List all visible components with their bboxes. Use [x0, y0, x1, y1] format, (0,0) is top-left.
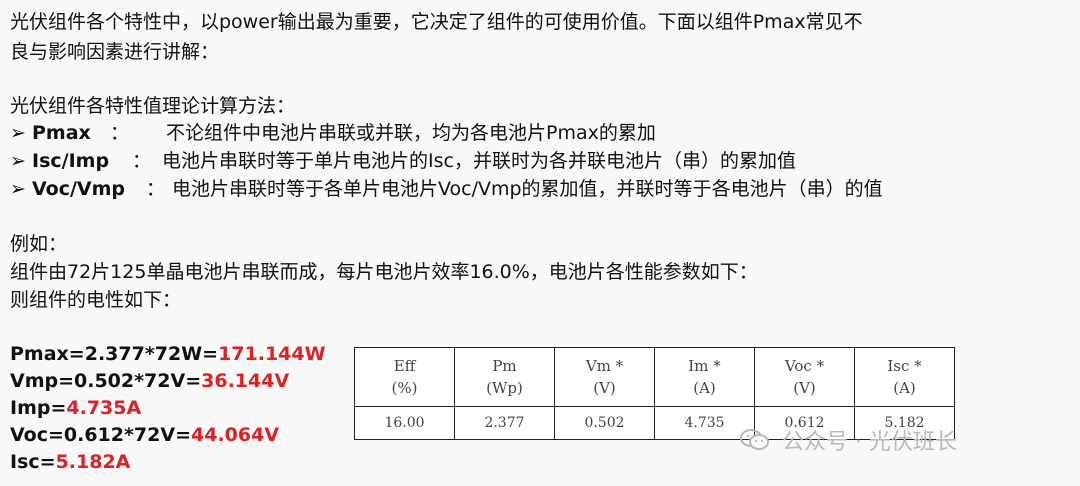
example-line-2: 则组件的电性如下：	[10, 289, 182, 311]
formula-result: 36.144V	[201, 370, 290, 392]
watermark-text: 公众号 · 光伏班长	[782, 430, 957, 455]
bullet-voc-vmp: ➢ Voc/Vmp ： 电池片串联时等于各单片电池片Voc/Vmp的累加值，并联时等于…	[10, 176, 883, 202]
header-unit: (Wp)	[486, 379, 523, 397]
table-cell: 2.377	[454, 406, 555, 440]
formula-imp: Imp=4.735A	[10, 396, 141, 420]
table-header-cell: Eff (%)	[354, 347, 455, 407]
bullet-arrow-icon: ➢	[10, 122, 26, 144]
header-unit: (A)	[893, 379, 916, 397]
intro-line-1: 光伏组件各个特性中，以power输出最为重要，它决定了组件的可使用价值。下面以组…	[10, 11, 863, 33]
table-cell: 5.182	[854, 406, 955, 440]
table-header-cell: Vm * (V)	[554, 347, 655, 407]
table-cell: 4.735	[654, 406, 755, 440]
header-name: Im *	[688, 357, 721, 375]
header-name: Vm *	[585, 357, 624, 375]
cell-parameter-table: Eff (%) Pm (Wp) Vm * (V) Im * (A) Voc * (V) I…	[354, 347, 955, 440]
table-header-cell: Isc * (A)	[854, 347, 955, 407]
bullet-pmax: ➢ Pmax ： 不论组件中电池片串联或并联，均为各电池片Pmax的累加	[10, 120, 656, 146]
formula-result: 4.735A	[66, 397, 142, 419]
header-name: Eff	[393, 357, 416, 375]
bullet-sep: ：	[132, 150, 152, 172]
intro-line-2: 良与影响因素进行讲解：	[10, 41, 220, 63]
formula-expr: Voc=0.612*72V=	[10, 424, 192, 446]
header-unit: (A)	[693, 379, 716, 397]
formula-voc: Voc=0.612*72V=44.064V	[10, 423, 279, 447]
formula-isc: Isc=5.182A	[10, 450, 130, 474]
table-header-cell: Im * (A)	[654, 347, 755, 407]
formula-vmp: Vmp=0.502*72V=36.144V	[10, 369, 289, 393]
formula-expr: Vmp=0.502*72V=	[10, 370, 202, 392]
formula-expr: Pmax=2.377*72W=	[10, 343, 219, 365]
table-row: 16.00 2.377 0.502 4.735 0.612 5.182	[354, 406, 955, 440]
example-label: 例如：	[10, 233, 68, 255]
example-line-1: 组件由72片125单晶电池片串联而成，每片电池片效率16.0%，电池片各性能参数…	[10, 261, 758, 283]
bullet-key: Isc/Imp	[32, 150, 110, 172]
header-unit: (V)	[593, 379, 616, 397]
table-cell: 0.612	[754, 406, 855, 440]
bullet-arrow-icon: ➢	[10, 178, 26, 200]
table-cell: 0.502	[554, 406, 655, 440]
bullet-sep: ：	[146, 178, 166, 200]
bullet-text: 电池片串联时等于各单片电池片Voc/Vmp的累加值，并联时等于各电池片（串）的值	[172, 178, 883, 200]
formula-pmax: Pmax=2.377*72W=171.144W	[10, 342, 326, 366]
header-unit: (V)	[793, 379, 816, 397]
table-header-row: Eff (%) Pm (Wp) Vm * (V) Im * (A) Voc * (V) I…	[354, 347, 955, 407]
bullet-sep: ：	[110, 122, 130, 144]
header-name: Voc *	[784, 357, 825, 375]
bullet-key: Voc/Vmp	[32, 178, 126, 200]
formula-result: 5.182A	[55, 451, 131, 473]
formula-expr: Imp=	[10, 397, 67, 419]
header-unit: (%)	[391, 379, 418, 397]
bullet-isc-imp: ➢ Isc/Imp ： 电池片串联时等于单片电池片的Isc，并联时为各并联电池片（串）…	[10, 148, 796, 174]
watermark: 公众号 · 光伏班长	[740, 424, 957, 456]
table-header-cell: Pm (Wp)	[454, 347, 555, 407]
formula-result: 44.064V	[191, 424, 280, 446]
bullet-text: 不论组件中电池片串联或并联，均为各电池片Pmax的累加	[166, 122, 656, 144]
table-header-cell: Voc * (V)	[754, 347, 855, 407]
header-name: Isc *	[887, 357, 922, 375]
table-cell: 16.00	[354, 406, 455, 440]
header-name: Pm	[492, 357, 517, 375]
wechat-icon	[740, 428, 770, 452]
formula-result: 171.144W	[218, 343, 326, 365]
bullet-arrow-icon: ➢	[10, 150, 26, 172]
bullet-text: 电池片串联时等于单片电池片的Isc，并联时为各并联电池片（串）的累加值	[162, 150, 796, 172]
formula-expr: Isc=	[10, 451, 56, 473]
bullet-key: Pmax	[32, 122, 91, 144]
method-title: 光伏组件各特性值理论计算方法：	[10, 95, 296, 117]
